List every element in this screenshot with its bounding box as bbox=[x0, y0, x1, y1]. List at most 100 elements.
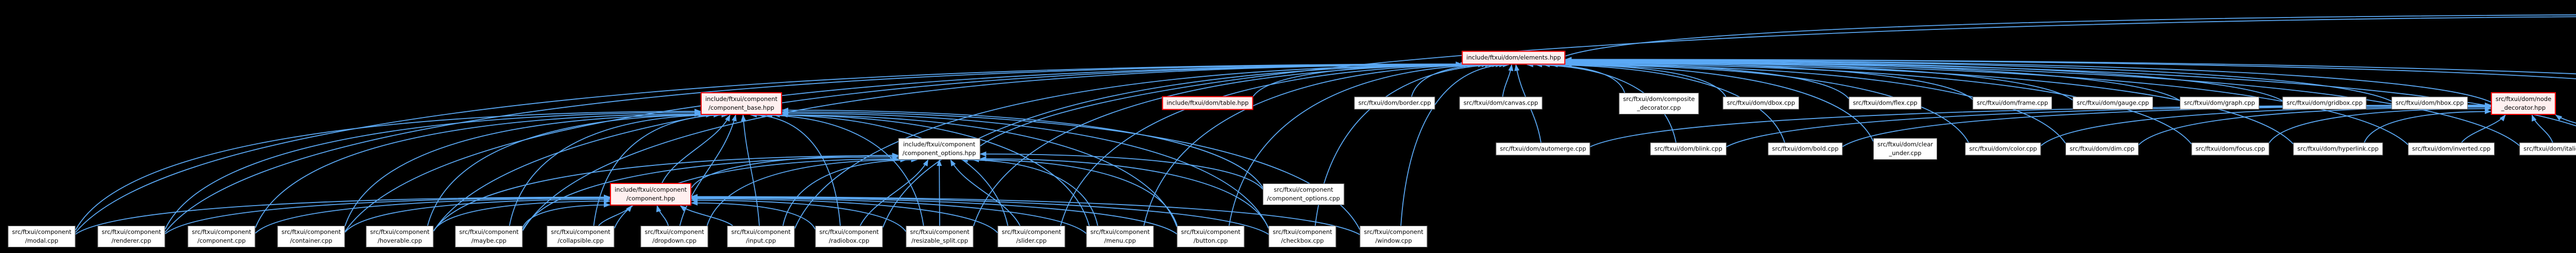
include-edge-maybe-to-comp_base bbox=[509, 112, 721, 226]
include-edge-resizable-to-comp_hpp bbox=[691, 197, 907, 232]
include-edge-bold-to-elements bbox=[1535, 62, 1785, 143]
include-edge-lin_grad-to-elements bbox=[1565, 59, 2576, 127]
include-edge-radiobox-to-comp_base bbox=[750, 112, 841, 226]
include-edge-input-to-comp_opt_hpp bbox=[782, 157, 918, 226]
graph-node-input[interactable]: src/ftxui/component /input.cpp bbox=[727, 226, 795, 247]
include-edge-window-to-comp_hpp bbox=[691, 194, 1360, 235]
include-edge-component_cpp-to-comp_base bbox=[255, 111, 701, 228]
graph-node-menu[interactable]: src/ftxui/component /menu.cpp bbox=[1086, 226, 1154, 247]
include-edge-hoverable-to-comp_opt_hpp bbox=[433, 153, 899, 231]
include-edge-hyperlink-to-elements bbox=[1565, 61, 2294, 145]
include-edge-dropdown-to-comp_opt_hpp bbox=[706, 157, 907, 226]
include-edge-elements-to-root bbox=[1565, 14, 2576, 57]
graph-node-comp-hpp[interactable]: include/ftxui/component /component.hpp bbox=[609, 183, 692, 206]
graph-node-italic[interactable]: src/ftxui/dom/italic.cpp bbox=[2519, 142, 2576, 156]
include-edge-radiobox-to-elements bbox=[882, 62, 1488, 228]
graph-node-window[interactable]: src/ftxui/component /window.cpp bbox=[1360, 226, 1428, 247]
graph-node-comp-opt-hpp[interactable]: include/ftxui/component /component_optio… bbox=[898, 138, 980, 160]
graph-node-component-cpp[interactable]: src/ftxui/component /component.cpp bbox=[188, 226, 256, 247]
graph-node-collapsible[interactable]: src/ftxui/component /collapsible.cpp bbox=[547, 226, 615, 247]
graph-node-flex[interactable]: src/ftxui/dom/flex.cpp bbox=[1849, 96, 1922, 110]
graph-node-canvas[interactable]: src/ftxui/dom/canvas.cpp bbox=[1459, 96, 1543, 110]
include-edge-dim-to-elements bbox=[1558, 62, 2066, 144]
include-edge-hbox-to-elements bbox=[1565, 57, 2392, 102]
include-edge-resizable-to-comp_opt_hpp bbox=[937, 159, 942, 226]
include-edge-slider-to-comp_base bbox=[766, 112, 1009, 226]
include-edge-dbox-to-elements bbox=[1551, 62, 1726, 97]
graph-node-graph-cpp[interactable]: src/ftxui/dom/graph.cpp bbox=[2180, 96, 2259, 110]
graph-node-maybe[interactable]: src/ftxui/component /maybe.cpp bbox=[455, 226, 523, 247]
include-edge-renderer-to-comp_base bbox=[164, 110, 701, 230]
include-edge-flexbox_cpp-to-elements bbox=[1565, 57, 2576, 75]
graph-node-inverted[interactable]: src/ftxui/dom/inverted.cpp bbox=[2408, 142, 2495, 156]
include-edge-focus-to-node_dec bbox=[2268, 106, 2492, 143]
include-edge-button-to-comp_hpp bbox=[691, 194, 1177, 234]
include-edge-checkbox-to-comp_hpp bbox=[691, 194, 1269, 235]
graph-node-border[interactable]: src/ftxui/dom/border.cpp bbox=[1354, 96, 1435, 110]
include-edge-input-to-elements bbox=[794, 62, 1485, 229]
include-edge-dropdown-to-comp_hpp bbox=[656, 205, 669, 226]
include-edge-menu-to-comp_opt_hpp bbox=[961, 157, 1098, 226]
graph-node-table[interactable]: include/ftxui/dom/table.hpp bbox=[1162, 96, 1253, 110]
graph-node-gridbox[interactable]: src/ftxui/dom/gridbox.cpp bbox=[2282, 96, 2367, 110]
graph-node-renderer[interactable]: src/ftxui/component /renderer.cpp bbox=[97, 226, 165, 247]
graph-node-comp-opt-cpp[interactable]: src/ftxui/component /component_options.c… bbox=[1263, 183, 1344, 205]
graph-node-color[interactable]: src/ftxui/dom/color.cpp bbox=[1965, 142, 2041, 156]
include-edge-inverted-to-elements bbox=[1565, 60, 2409, 145]
include-edge-menu-to-comp_base bbox=[773, 112, 1090, 226]
graph-node-radiobox[interactable]: src/ftxui/component /radiobox.cpp bbox=[815, 226, 883, 247]
include-edge-table-to-elements bbox=[1252, 62, 1467, 97]
graph-node-modal[interactable]: src/ftxui/component /modal.cpp bbox=[8, 226, 76, 247]
include-edge-automerge-to-node_dec bbox=[1590, 102, 2492, 147]
graph-node-hyperlink[interactable]: src/ftxui/dom/hyperlink.cpp bbox=[2293, 142, 2383, 156]
include-edge-renderer-to-elements bbox=[164, 62, 1463, 233]
include-edge-color-to-elements bbox=[1550, 62, 1969, 143]
include-edge-hoverable-to-elements bbox=[433, 62, 1471, 231]
graph-node-focus[interactable]: src/ftxui/dom/focus.cpp bbox=[2191, 142, 2269, 156]
graph-node-frame[interactable]: src/ftxui/dom/frame.cpp bbox=[1972, 96, 2053, 110]
include-edge-dim-to-node_dec bbox=[2138, 104, 2492, 145]
include-edge-maybe-to-elements bbox=[522, 62, 1475, 231]
include-edge-italic-to-node_dec bbox=[2531, 114, 2553, 143]
include-edge-radiobox-to-comp_hpp bbox=[691, 200, 816, 230]
include-edge-canvas-to-elements bbox=[1502, 64, 1514, 97]
include-edge-inverted-to-node_dec bbox=[2461, 114, 2506, 143]
include-edge-menu-to-comp_hpp bbox=[691, 195, 1087, 234]
graph-node-dim[interactable]: src/ftxui/dom/dim.cpp bbox=[2065, 142, 2139, 156]
include-edge-resizable-to-comp_base bbox=[757, 112, 924, 226]
include-edge-window-to-elements bbox=[1400, 62, 1510, 226]
graph-node-blink[interactable]: src/ftxui/dom/blink.cpp bbox=[1650, 142, 1726, 156]
include-edge-graph_cpp-to-elements bbox=[1565, 58, 2180, 101]
graph-node-node-dec[interactable]: src/ftxui/dom/node _decorator.hpp bbox=[2490, 92, 2556, 115]
graph-node-checkbox[interactable]: src/ftxui/component /checkbox.cpp bbox=[1268, 226, 1336, 247]
graph-node-composite[interactable]: src/ftxui/dom/composite _decorator.cpp bbox=[1619, 93, 1699, 114]
include-edge-container-to-comp_hpp bbox=[344, 196, 611, 233]
graph-node-slider[interactable]: src/ftxui/component /slider.cpp bbox=[997, 226, 1065, 247]
graph-node-gauge[interactable]: src/ftxui/dom/gauge.cpp bbox=[2072, 96, 2154, 110]
graph-node-automerge[interactable]: src/ftxui/dom/automerge.cpp bbox=[1496, 142, 1590, 156]
include-edge-comp_hpp-to-comp_base bbox=[662, 114, 731, 183]
include-edge-renderer-to-comp_hpp bbox=[165, 195, 611, 234]
graph-node-button[interactable]: src/ftxui/component /button.cpp bbox=[1177, 226, 1245, 247]
graph-node-dbox[interactable]: src/ftxui/dom/dbox.cpp bbox=[1722, 96, 1800, 110]
graph-node-container[interactable]: src/ftxui/component /container.cpp bbox=[277, 226, 345, 247]
graph-node-clear-under[interactable]: src/ftxui/dom/clear _under.cpp bbox=[1873, 138, 1937, 160]
include-edge-input-to-comp_hpp bbox=[680, 205, 733, 226]
include-edge-container-to-comp_base bbox=[344, 112, 705, 227]
graph-node-resizable[interactable]: src/ftxui/component /resizable_split.cpp bbox=[906, 226, 974, 247]
graph-node-comp-base[interactable]: include/ftxui/component /component_base.… bbox=[700, 92, 783, 115]
include-edge-modal-to-elements bbox=[75, 61, 1463, 233]
include-edge-clear_under-to-elements bbox=[1543, 62, 1874, 142]
graph-node-dropdown[interactable]: src/ftxui/component /dropdown.cpp bbox=[640, 226, 708, 247]
include-edge-lin_grad-to-node_dec bbox=[2555, 114, 2576, 124]
include-edge-comp_opt_hpp-to-root bbox=[979, 16, 2576, 147]
graph-node-bold[interactable]: src/ftxui/dom/bold.cpp bbox=[1768, 142, 1843, 156]
graph-node-elements[interactable]: include/ftxui/dom/elements.hpp bbox=[1462, 50, 1566, 65]
graph-node-hbox[interactable]: src/ftxui/dom/hbox.cpp bbox=[2391, 96, 2468, 110]
graph-node-hoverable[interactable]: src/ftxui/component /hoverable.cpp bbox=[366, 226, 434, 247]
include-edge-radiobox-to-comp_opt_hpp bbox=[859, 159, 929, 226]
include-edge-slider-to-comp_opt_hpp bbox=[950, 159, 1021, 226]
include-edge-button-to-comp_base bbox=[781, 112, 1178, 227]
